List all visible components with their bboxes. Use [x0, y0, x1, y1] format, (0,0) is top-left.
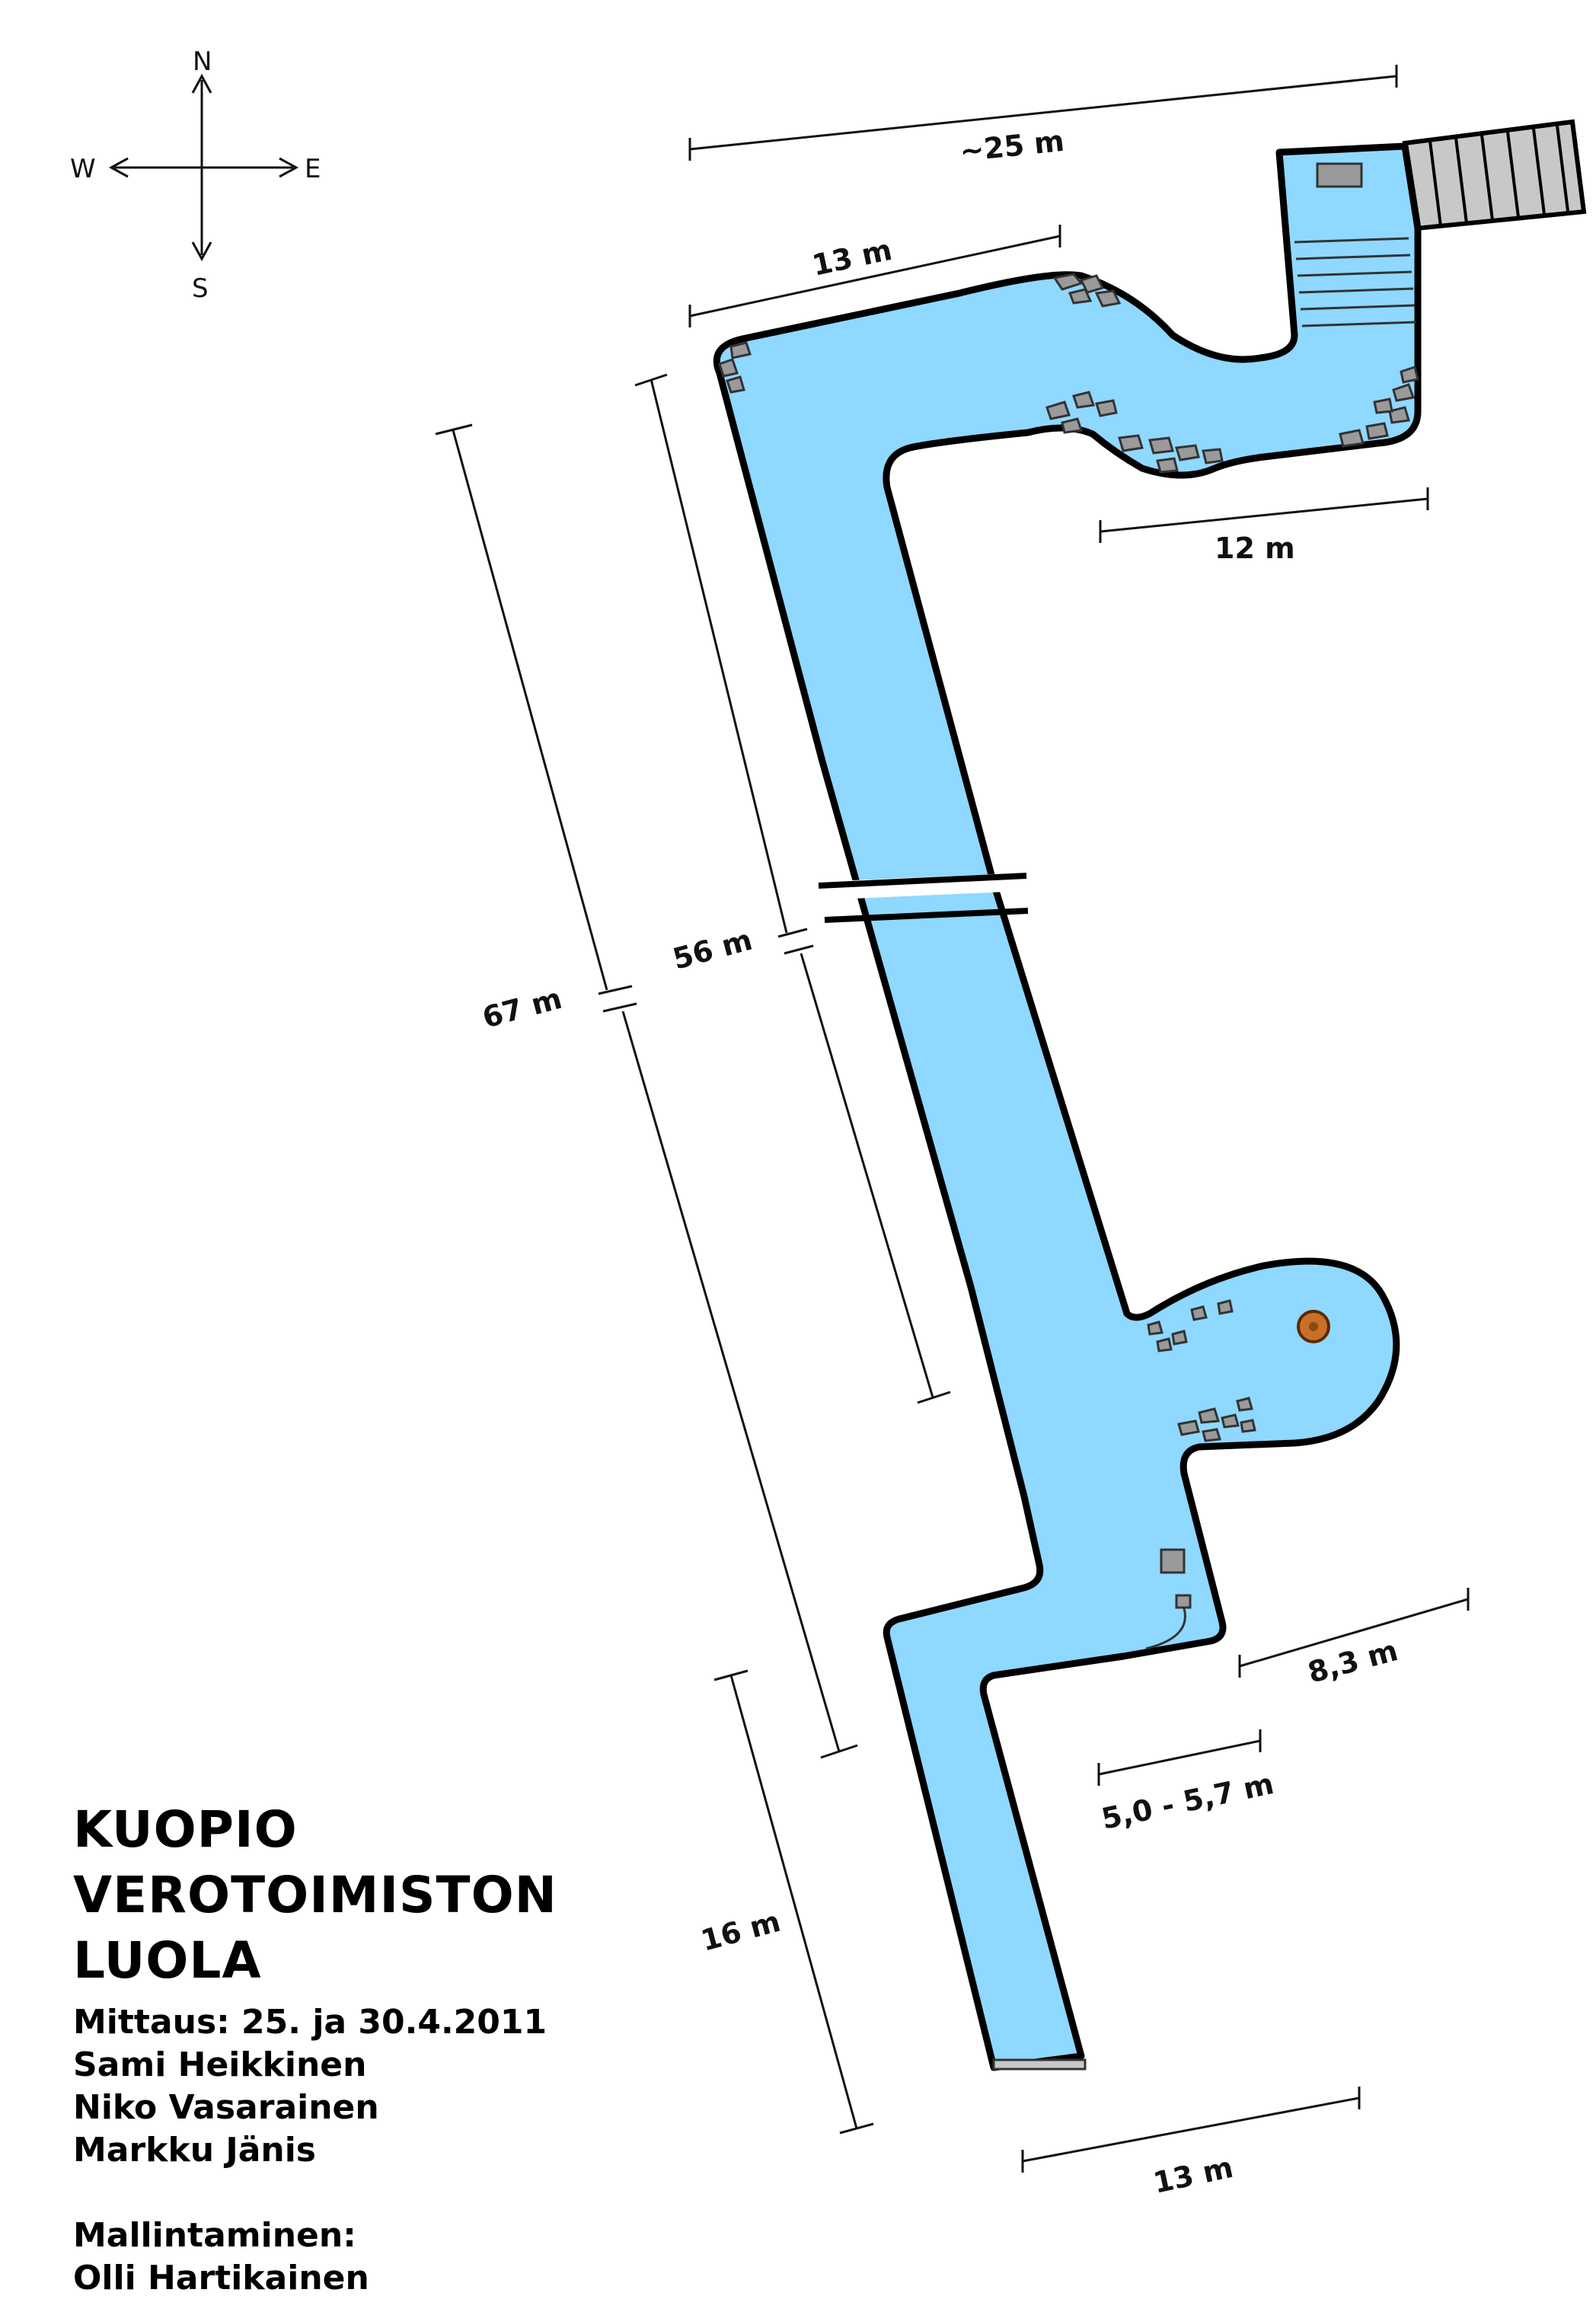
dim-total-width: ~25 m — [958, 124, 1065, 168]
equipment-small-box — [1175, 1594, 1192, 1609]
compass-south-label: S — [192, 273, 209, 304]
west-arrow-icon — [108, 157, 129, 178]
modeling-label: Mallintaminen: — [73, 2216, 356, 2255]
map-title-line-1: KUOPIO — [73, 1800, 298, 1859]
rock — [1095, 399, 1118, 417]
rock — [1202, 1428, 1221, 1442]
rock — [1373, 398, 1393, 414]
map-title-line-2: VEROTOIMISTON — [73, 1866, 557, 1924]
compass-north-label: N — [193, 46, 212, 77]
rock — [1171, 1330, 1188, 1346]
rock — [1365, 422, 1389, 440]
rock — [1072, 391, 1096, 409]
entrance-stairs — [1402, 119, 1587, 232]
rock — [1339, 429, 1365, 448]
rock — [1052, 273, 1084, 291]
door-mark — [992, 2058, 1087, 2071]
rock — [1175, 444, 1200, 461]
rock — [1400, 366, 1419, 384]
cave-outline — [713, 142, 1422, 2071]
compass: N S W E — [70, 46, 321, 304]
equipment-box — [1160, 1548, 1186, 1574]
rock — [718, 358, 739, 378]
rock — [1240, 1419, 1256, 1433]
rock — [1190, 1305, 1208, 1321]
rock — [1217, 1299, 1234, 1315]
rock — [1198, 1407, 1220, 1424]
dim-lower-width: 5,0 - 5,7 m — [1099, 1767, 1277, 1836]
dim-lower-length: 16 m — [697, 1905, 784, 1958]
dimension-lines — [435, 65, 1470, 2173]
rock — [729, 341, 752, 359]
legend: KUOPIO VEROTOIMISTON LUOLA Mittaus: 25. … — [73, 1797, 557, 2300]
rock — [1388, 406, 1410, 424]
rock — [1221, 1413, 1240, 1429]
rock — [1392, 383, 1416, 402]
north-arrow-icon — [191, 73, 212, 94]
cable-line — [1145, 1608, 1186, 1650]
passage-break-marks — [818, 873, 1029, 923]
modeler-name: Olli Hartikainen — [73, 2259, 369, 2297]
rock — [1045, 401, 1071, 420]
east-arrow-icon — [279, 157, 299, 178]
rock — [1156, 457, 1179, 474]
rock — [1147, 1320, 1163, 1336]
rock — [1236, 1397, 1253, 1412]
dim-upper-right: 12 m — [1215, 532, 1295, 565]
rock — [1148, 436, 1174, 455]
surveyor-name: Markku Jänis — [73, 2131, 316, 2170]
rock — [1118, 434, 1144, 452]
surveyor-name: Niko Vasarainen — [73, 2088, 379, 2127]
map-title-line-3: LUOLA — [73, 1931, 262, 1990]
dim-bottom-width: 13 m — [1151, 2151, 1237, 2200]
survey-info: Mittaus: 25. ja 30.4.2011 Sami Heikkinen… — [73, 2001, 557, 2300]
rock — [726, 375, 745, 394]
compass-west-label: W — [70, 154, 96, 184]
entrance-table — [1316, 162, 1363, 188]
legend-spacer — [73, 2172, 557, 2214]
rock — [1068, 288, 1093, 305]
hole-marker-center — [1309, 1322, 1318, 1331]
dim-inner-long: 56 m — [669, 923, 756, 976]
rock — [1061, 417, 1083, 434]
rock-piles — [718, 273, 1419, 1442]
rock — [1177, 1419, 1200, 1436]
surveyor-name: Sami Heikkinen — [73, 2045, 367, 2084]
rock — [1156, 1337, 1173, 1352]
south-arrow-icon — [191, 241, 212, 262]
rock — [1202, 448, 1224, 465]
compass-east-label: E — [305, 154, 321, 184]
entrance-steps — [1294, 237, 1417, 327]
rock — [1094, 289, 1122, 308]
survey-date: Mittaus: 25. ja 30.4.2011 — [73, 2003, 547, 2042]
dim-left-long: 67 m — [479, 982, 566, 1035]
